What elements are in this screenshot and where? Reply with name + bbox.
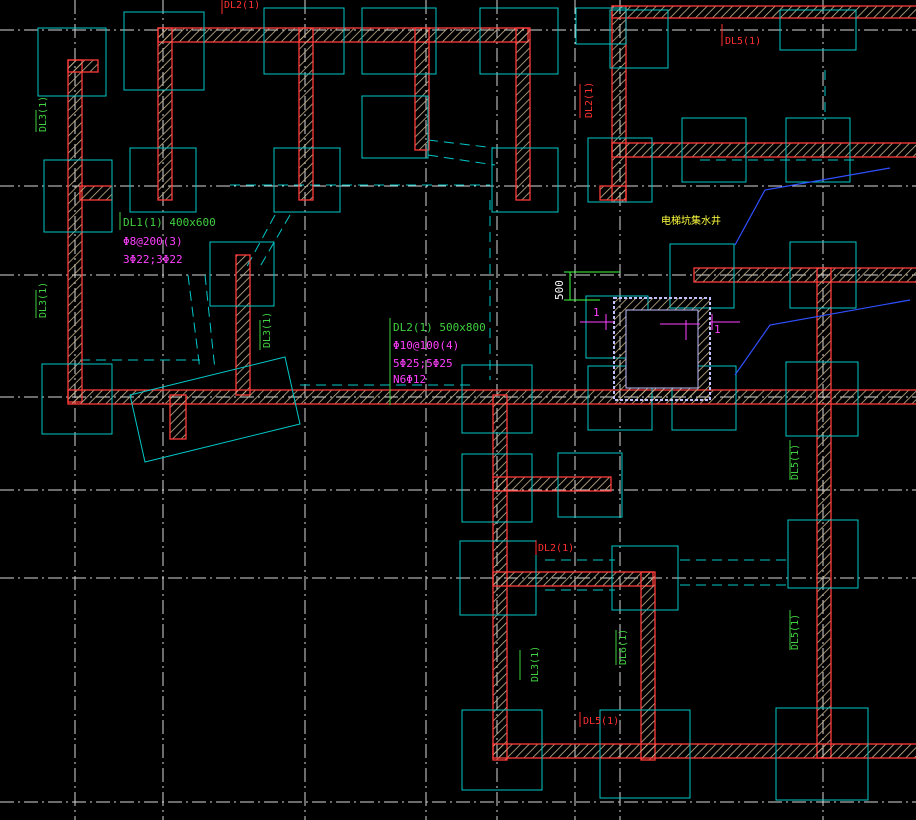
label-dl5-top: DL5(1) [725,36,761,47]
callout-dl2-rebar: 5Φ25;5Φ25 [393,357,453,370]
beam-top-left [157,27,529,43]
elevator-pit [613,297,711,401]
callout-dl2: DL2(1) 500x800 Φ10@100(4) 5Φ25;5Φ25 N6Φ1… [393,321,486,386]
blue-lines [734,167,911,376]
beam-right-vertical-top [611,5,627,203]
section-label-left: 1 [593,306,600,319]
beam-right-h2 [693,267,916,283]
beam-labels: DL2(1) DL5(1) DL3(1) DL3(1) DL3(1) DL2(1… [38,0,801,727]
beam-right-h1 [611,142,916,158]
label-dl6: DL6(1) [618,629,629,665]
beam-top-right [611,5,916,19]
label-dl5-right-a: DL5(1) [790,444,801,480]
callout-leaders [35,110,791,680]
secondary-dashed-lines [80,70,860,591]
beam-v5 [235,254,251,396]
callout-dl1-name: DL1(1) 400x600 [123,216,216,229]
label-dl3-c: DL3(1) [262,312,273,348]
beam-v2 [298,27,314,201]
callout-dl1-stirrups: Φ8@200(3) [123,235,183,248]
label-dl3-b: DL3(1) [38,282,49,318]
beam-v3 [414,27,430,151]
label-dl3-d: DL3(1) [530,646,541,682]
beam-left-vertical [67,59,83,403]
beam-main-horizontal [67,389,916,405]
callout-dl2-name: DL2(1) 500x800 [393,321,486,334]
beam-v4 [515,27,531,201]
pit-note: 电梯坑集水井 [661,214,721,227]
section-label-right: 1 [714,323,721,336]
beam-left-top-stub [67,59,99,73]
callout-dl2-side: N6Φ12 [393,373,426,386]
column-footings [37,7,869,801]
callout-dl2-stirrups: Φ10@100(4) [393,339,459,352]
label-dl5-bottom: DL5(1) [583,716,619,727]
beam-right-v [816,267,832,759]
callout-dl1-rebar: 3Φ22;3Φ22 [123,253,183,266]
notes: 电梯坑集水井 500 1 1 [553,214,721,336]
label-dl3-a: DL3(1) [38,96,49,132]
section-markers [580,314,740,330]
label-dl2-lower: DL2(1) [538,543,574,554]
beam-lower-h2 [492,571,654,587]
dimension-500 [564,271,620,301]
beam-right-stub [599,185,627,201]
dimension-text: 500 [553,280,566,300]
red-leaders [221,0,723,727]
label-dl2-top: DL2(1) [224,0,260,11]
label-dl2-mid: DL2(1) [584,82,595,118]
beam-left-stub [79,185,113,201]
beam-lower-v2 [640,571,656,761]
beam-bottom [492,743,916,759]
beam-lower-h1 [492,476,612,492]
beam-stub-under [169,394,187,440]
label-dl5-right-b: DL5(1) [790,614,801,650]
rotated-column [129,356,301,463]
callout-dl1: DL1(1) 400x600 Φ8@200(3) 3Φ22;3Φ22 [123,216,216,266]
beam-v1 [157,27,173,201]
